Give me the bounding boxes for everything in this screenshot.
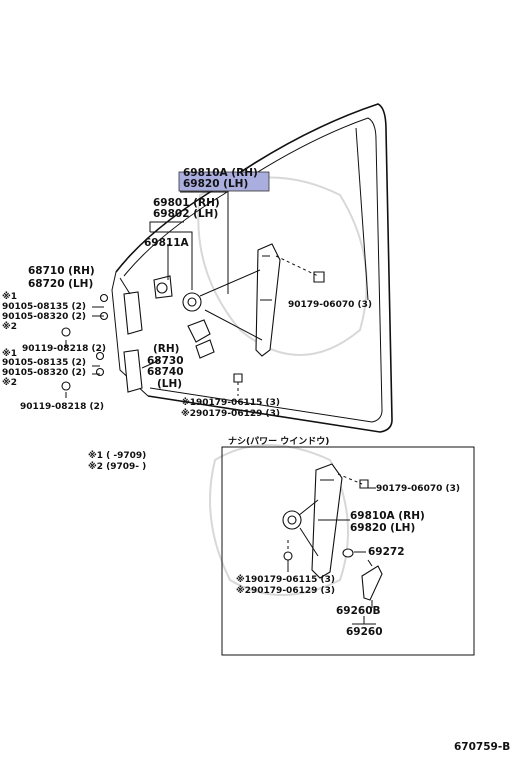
label-90105-08135-b: 90105-08135 (2) <box>2 358 86 368</box>
legend: ※1 ( -9709) ※2 (9709- ) <box>88 450 146 472</box>
label-69810a-rh: 69810A (RH) <box>183 167 258 179</box>
label-mark1-a: ※1 <box>2 291 17 302</box>
highlight-box <box>178 171 270 192</box>
main-labels: 69810A (RH) 69820 (LH) 69801 (RH) 69802 … <box>2 167 372 419</box>
inset-panel: ナシ(パワー ウインドウ) 90179-06070 (3) 69810A (RH… <box>221 435 475 656</box>
window-regulator-main <box>123 243 325 393</box>
label-90179-06070-inset: 90179-06070 (3) <box>376 484 460 494</box>
label-69802-lh: 69802 (LH) <box>153 208 218 220</box>
label-69810a-inset: 69810A (RH) <box>350 510 425 522</box>
label-90179-06129-inset: ※290179-06129 (3) <box>236 585 335 596</box>
label-69260: 69260 <box>346 626 383 638</box>
label-90179-06129-top: ※290179-06129 (3) <box>181 408 280 419</box>
label-69260b: 69260B <box>336 605 381 617</box>
label-68720-lh: 68720 (LH) <box>28 278 93 290</box>
label-68710-rh: 68710 (RH) <box>28 265 95 277</box>
label-90119-08218-a: 90119-08218 (2) <box>22 344 106 354</box>
label-90119-08218-b: 90119-08218 (2) <box>20 402 104 412</box>
watermark <box>197 176 368 596</box>
legend-mark2: ※2 (9709- ) <box>88 461 146 472</box>
label-90179-06115-top: ※190179-06115 (3) <box>181 397 280 408</box>
label-90105-08320-a: 90105-08320 (2) <box>2 312 86 322</box>
label-rh: (RH) <box>153 343 179 355</box>
label-90179-06070-top: 90179-06070 (3) <box>288 300 372 310</box>
label-90105-08135-a: 90105-08135 (2) <box>2 302 86 312</box>
label-mark2-b: ※2 <box>2 377 17 388</box>
label-mark1-b: ※1 <box>2 348 17 359</box>
figure-id: 670759-B <box>454 741 510 753</box>
label-68740: 68740 <box>147 366 184 378</box>
label-90179-06115-inset: ※190179-06115 (3) <box>236 574 335 585</box>
label-lh: (LH) <box>157 378 182 390</box>
label-69820-inset: 69820 (LH) <box>350 522 415 534</box>
label-68730: 68730 <box>147 355 184 367</box>
label-mark2-a: ※2 <box>2 321 17 332</box>
door-outline <box>111 103 393 433</box>
legend-mark1: ※1 ( -9709) <box>88 450 146 461</box>
label-69820-lh: 69820 (LH) <box>183 178 248 190</box>
label-90105-08320-b: 90105-08320 (2) <box>2 368 86 378</box>
leader-lines-main <box>65 191 319 398</box>
inset-title: ナシ(パワー ウインドウ) <box>228 435 329 447</box>
label-69811a: 69811A <box>144 237 190 249</box>
label-69272: 69272 <box>368 546 405 558</box>
label-69801-rh: 69801 (RH) <box>153 197 220 209</box>
